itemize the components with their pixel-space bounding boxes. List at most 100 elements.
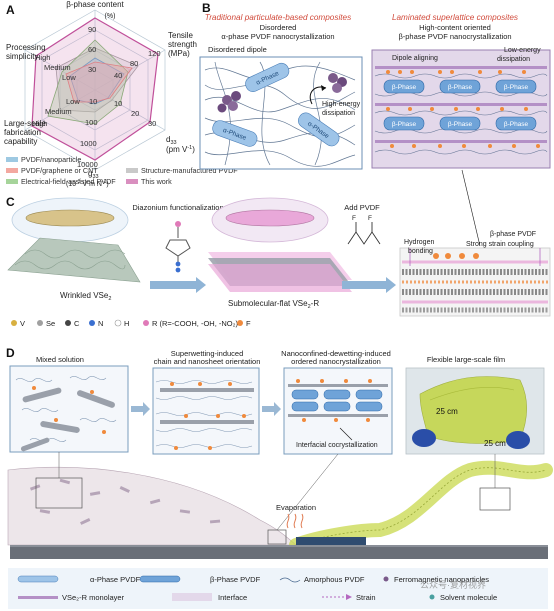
legend-strain: Strain [356, 593, 376, 602]
c-monomer-f2: F [368, 215, 372, 222]
b-low-energy-2: dissipation [497, 56, 530, 63]
legend-amorphous-swatch [279, 577, 301, 583]
legend-ferro: Ferromagnetic nanoparticles [394, 575, 489, 584]
b-high-energy-2: dissipation [322, 110, 355, 117]
radar-axis-labels: β-phase content (%) Tensile strength (MP… [4, 0, 197, 188]
radar-grid [24, 9, 166, 171]
legend-solvent: Solvent molecule [440, 593, 497, 602]
c-arrow-1 [150, 277, 206, 293]
legend-alpha: α-Phase PVDF [90, 575, 141, 584]
panel-c: C Wrinkled VSe2 Diazonium functionalizat… [6, 195, 551, 328]
radar-series [31, 17, 159, 161]
beta-crystal-5 [439, 116, 481, 131]
radar-series-nanoparticle [69, 57, 125, 105]
d-box3-content [288, 379, 388, 422]
b-right-box [371, 49, 551, 169]
bottom-legend: α-Phase PVDF β-Phase PVDF Amorphous PVDF… [8, 568, 548, 609]
legend-swatch-nanoparticle [6, 157, 18, 162]
atom-se-swatch [37, 320, 43, 326]
c-wrinkled-sheet [7, 237, 141, 283]
alpha-crystal-1 [245, 62, 290, 92]
nanoparticle-5 [328, 73, 338, 83]
legend-solvent-swatch [429, 594, 435, 600]
panel-d-letter: D [6, 346, 15, 360]
radar-series-this-work [31, 17, 159, 161]
c-composite-layers [402, 260, 548, 313]
d-box2 [152, 367, 260, 455]
b-low-energy-1: Low-energy [504, 47, 541, 54]
atom-r: R (R=-COOH, -OH, -NO₂) [152, 319, 239, 328]
b-right-sub2: β-phase PVDF nanocrystallization [398, 32, 511, 41]
beta-crystal-5-label: β-Phase [448, 121, 473, 128]
c-hbond-1: Hydrogen [404, 239, 434, 246]
c-atom-legend: V Se C N H R (R=-COOH, -OH, -NO₂) F [11, 319, 251, 328]
c-sheet-1 [25, 209, 115, 227]
d-box1-content [15, 376, 117, 452]
axis-g33-unit: (10-3 V m N-1) [66, 179, 109, 188]
tick-ps-0: High [35, 53, 50, 62]
tick-ps-2: Low [62, 73, 76, 82]
c-hbond-2: bonding [408, 248, 433, 255]
b-right-beta-crystals: β-Phase β-Phase β-Phase β-Phase β-Phase … [383, 79, 537, 131]
legend-amorphous: Amorphous PVDF [304, 575, 365, 584]
atom-f: F [246, 319, 251, 328]
d-box2-title1: Superwetting-induced [171, 349, 244, 358]
atom-n-swatch [89, 320, 95, 326]
tick-beta-0: 90 [88, 25, 96, 34]
atom-v: V [20, 319, 25, 328]
d-box1 [9, 365, 129, 453]
c-sheet-2 [225, 209, 315, 227]
atom-c: C [74, 319, 80, 328]
b-dipole-dots [386, 70, 540, 148]
panel-c-letter: C [6, 195, 15, 209]
tick-beta-1: 60 [88, 45, 96, 54]
panel-d: D Mixed solution Superwetting-induced ch… [6, 346, 553, 559]
c-pvdf-monomer [347, 222, 381, 245]
atom-v-swatch [11, 320, 17, 326]
b-left-sub2: α-phase PVDF nanocrystallization [221, 32, 334, 41]
b-left-alpha-crystals: α-Phase α-Phase α-Phase [212, 62, 340, 147]
d-box3-title1: Nanoconfined-dewetting-induced [281, 349, 391, 358]
tick-d33-0: 10 [114, 99, 122, 108]
atom-f-swatch [237, 320, 243, 326]
monolayer-3 [375, 140, 547, 143]
beta-crystal-4-label: β-Phase [392, 121, 417, 128]
axis-beta-unit: (%) [105, 13, 116, 20]
nanoparticle-3 [228, 101, 238, 111]
legend-swatch-structure [126, 168, 138, 173]
d-box1-title: Mixed solution [36, 355, 84, 364]
d-box2-content [155, 380, 254, 450]
d-dried-segment [296, 537, 366, 547]
atom-h-swatch [114, 319, 122, 327]
d-box2-title2: chain and nanosheet orientation [154, 357, 261, 366]
b-right-sub1: High-content oriented [419, 23, 491, 32]
c-strain-arrows [409, 248, 541, 266]
atom-r-swatch [143, 320, 149, 326]
tick-ls-2: High [32, 119, 47, 128]
panel-a: A 90 60 30 120 80 40 10 [4, 0, 238, 188]
legend-graphene: PVDF/graphene or CNT [21, 166, 98, 175]
d-glove-left [412, 429, 436, 447]
beta-crystal-2-label: β-Phase [448, 84, 473, 91]
d-zoom-box-3 [479, 487, 511, 511]
radar-spoke-tl [24, 49, 96, 91]
axis-g33: g33 [88, 169, 99, 180]
monolayer-2 [375, 103, 547, 106]
beta-crystal-1 [383, 79, 425, 94]
axis-processing-2: simplicity [6, 52, 38, 61]
d-evaporation-label: Evaporation [276, 503, 316, 512]
alpha-crystal-2 [212, 120, 258, 147]
d-cm-vertical: 25 cm [436, 407, 458, 416]
axis-d33: d33 [166, 135, 177, 146]
b-dipole-aligning: Dipole aligning [392, 55, 438, 62]
legend-swatch-graphene [6, 168, 18, 173]
radar-series-graphene [65, 61, 133, 103]
legend-monolayer-swatch [18, 596, 58, 599]
d-solution-bulk [7, 467, 297, 546]
tick-tensile-2: 40 [114, 71, 122, 80]
legend-monolayer: VSe₂-R monolayer [62, 593, 125, 602]
panel-a-letter: A [6, 3, 15, 17]
c-flat-sheet-bottom [208, 264, 352, 292]
atom-c-swatch [65, 320, 71, 326]
legend-ferro-swatch [383, 576, 389, 582]
